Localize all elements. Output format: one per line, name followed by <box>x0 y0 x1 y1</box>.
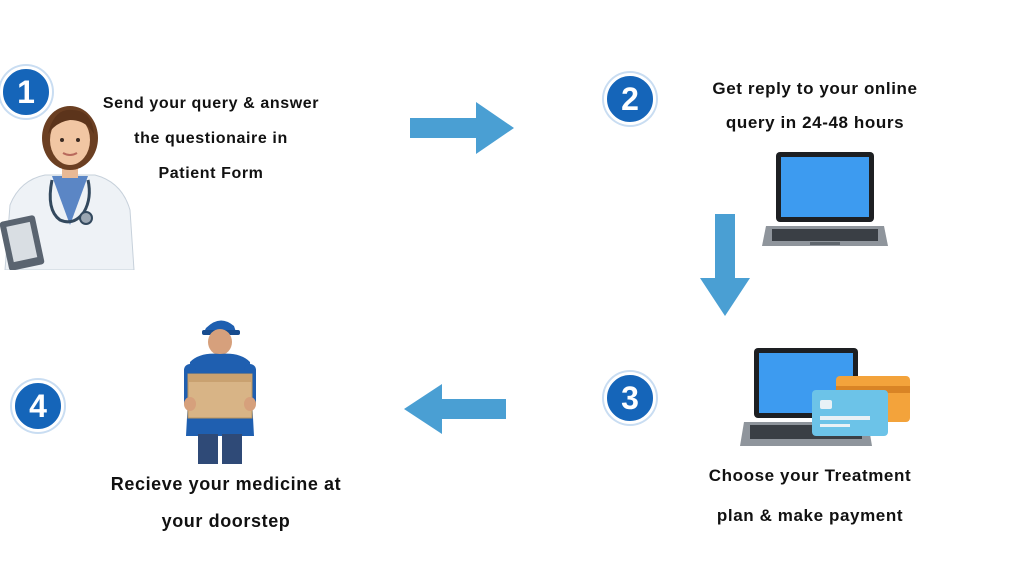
step-1-line-1: Send your query & answer <box>102 95 320 112</box>
step-4-text: Recieve your medicine at your doorstep <box>78 466 374 540</box>
step-2-text: Get reply to your online query in 24-48 … <box>672 72 958 140</box>
laptop-payment-cards-icon <box>740 346 920 452</box>
step-4-badge: 4 <box>12 380 64 432</box>
step-2-line-2: query in 24-48 hours <box>725 113 905 132</box>
delivery-man-icon <box>180 314 260 464</box>
arrow-right-icon <box>410 100 516 156</box>
step-3-line-2: plan & make payment <box>716 506 904 525</box>
doctor-icon <box>0 100 140 270</box>
step-3-badge: 3 <box>604 372 656 424</box>
step-1-line-3: Patient Form <box>158 165 264 182</box>
step-2-line-1: Get reply to your online <box>712 79 918 98</box>
arrow-left-icon <box>402 382 506 436</box>
step-1-line-2: the questionaire in <box>134 130 288 147</box>
step-3-text: Choose your Treatment plan & make paymen… <box>672 456 948 536</box>
step-1-text: Send your query & answer the questionair… <box>78 86 344 191</box>
step-1-badge: 1 <box>0 66 52 118</box>
step-3-line-1: Choose your Treatment <box>708 466 912 485</box>
step-4-line-2: your doorstep <box>161 511 291 531</box>
arrow-down-icon <box>698 214 752 318</box>
laptop-icon <box>762 152 888 252</box>
step-2-badge: 2 <box>604 73 656 125</box>
step-4-line-1: Recieve your medicine at <box>110 474 342 494</box>
